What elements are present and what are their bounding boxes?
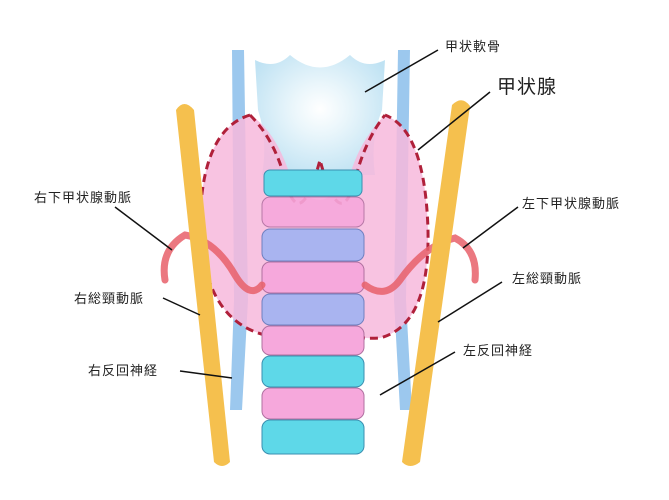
thyroid-cartilage bbox=[255, 55, 385, 175]
leader-lines bbox=[114, 49, 519, 396]
right-inferior-thyroid-artery bbox=[160, 231, 266, 295]
label-thyroid-cartilage: 甲状軟骨 bbox=[445, 40, 502, 55]
label-thyroid-gland: 甲状腺 bbox=[497, 76, 558, 98]
trachea bbox=[261, 169, 365, 455]
left-common-carotid bbox=[402, 100, 470, 466]
label-left-inferior-thyroid-artery: 左下甲状腺動脈 bbox=[522, 197, 621, 212]
label-right-common-carotid: 右総頸動脈 bbox=[74, 292, 145, 307]
left-inferior-thyroid-artery bbox=[361, 234, 479, 295]
label-left-common-carotid: 左総頸動脈 bbox=[512, 272, 583, 287]
label-right-inferior-thyroid-artery: 右下甲状腺動脈 bbox=[34, 191, 133, 206]
label-left-recurrent-nerve: 左反回神経 bbox=[463, 344, 534, 359]
label-right-recurrent-nerve: 右反回神経 bbox=[88, 364, 159, 379]
